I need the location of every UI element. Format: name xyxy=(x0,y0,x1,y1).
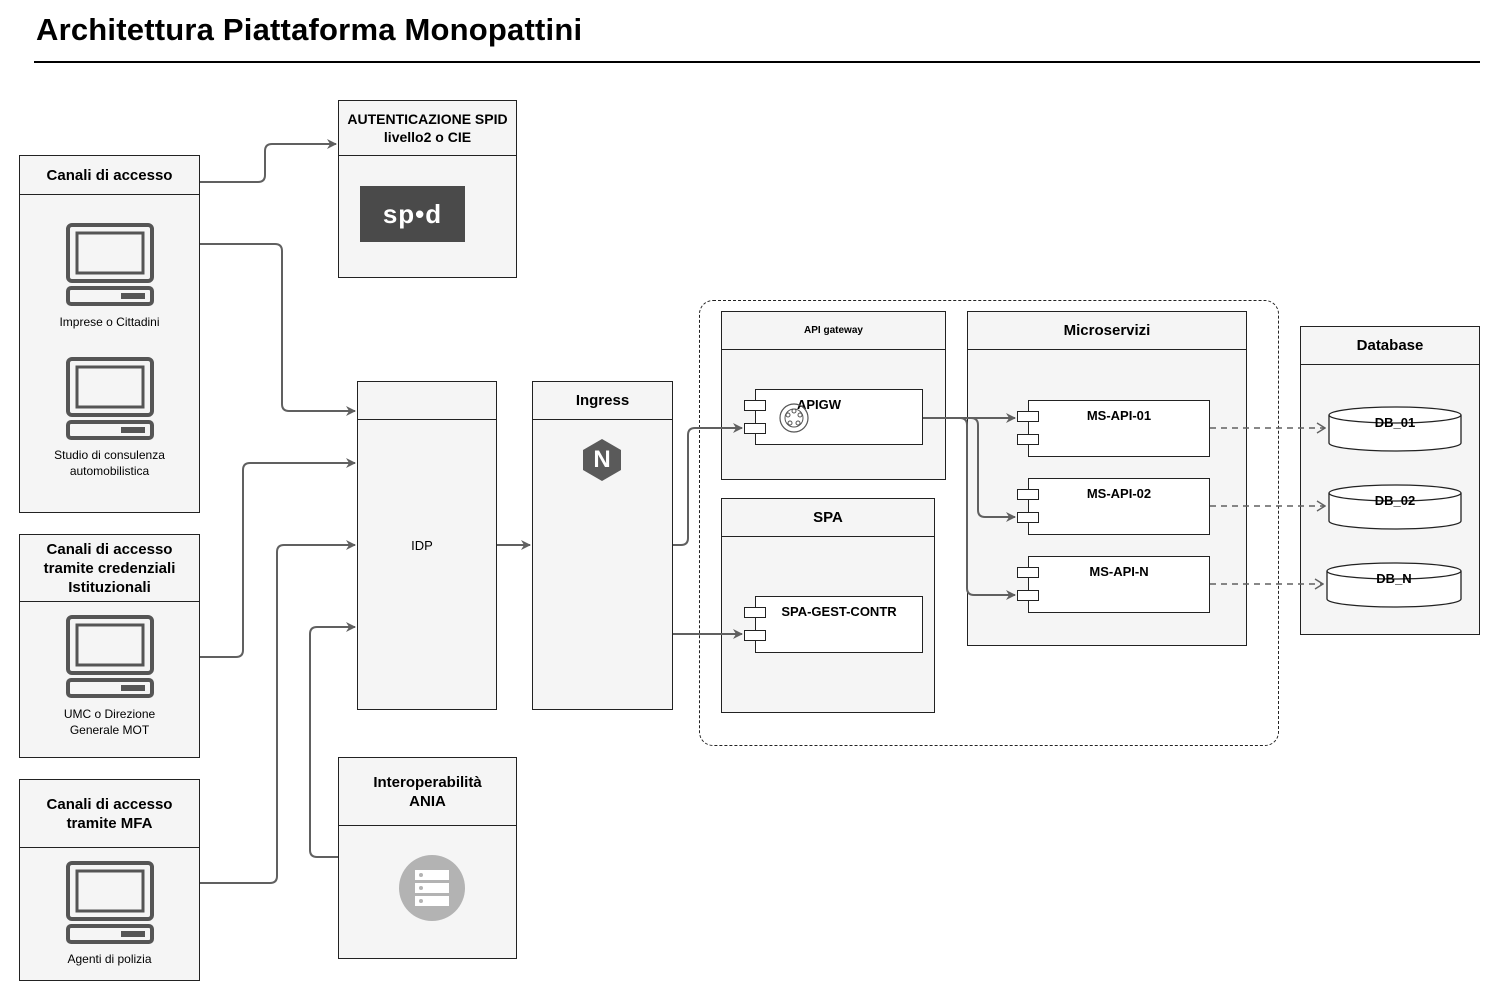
platform-cluster-boundary xyxy=(699,300,1279,746)
computer-icon xyxy=(65,860,155,951)
access-mfa-header: Canali di accesso tramite MFA xyxy=(20,780,199,848)
db-n-label: DB_N xyxy=(1376,571,1412,586)
edge-mfa-to-idp xyxy=(200,540,356,884)
ms-api-02-component: MS-API-02 xyxy=(1028,478,1210,535)
title-underline xyxy=(34,61,1480,63)
edge-apigw-to-ms-02 xyxy=(923,417,1016,522)
access-channels-box: Canali di accesso xyxy=(19,155,200,513)
access-institutional-header: Canali di accesso tramite credenziali Is… xyxy=(20,535,199,602)
ingress-box: Ingress xyxy=(532,381,673,710)
db-02-label: DB_02 xyxy=(1374,493,1416,508)
component-port xyxy=(1017,489,1039,500)
page-title: Architettura Piattaforma Monopattini xyxy=(36,12,583,47)
database-cylinder-db-01: DB_01 xyxy=(1327,405,1463,453)
agenti-polizia-label: Agenti di polizia xyxy=(67,952,152,966)
api-gateway-header: API gateway xyxy=(722,312,945,350)
edge-apigw-to-ms-n xyxy=(923,417,1016,600)
spid-logo-text: sp•d xyxy=(382,198,443,229)
component-port xyxy=(744,400,766,411)
component-port xyxy=(744,630,766,641)
component-port xyxy=(1017,590,1039,601)
studio-consulenza-label: Studio di consulenza automobilistica xyxy=(54,448,165,478)
ms-api-n-component: MS-API-N xyxy=(1028,556,1210,613)
component-port xyxy=(744,423,766,434)
umc-direzione-label: UMC o Direzione Generale MOT xyxy=(63,707,156,737)
edge-access-to-idp xyxy=(200,243,356,416)
component-port xyxy=(1017,567,1039,578)
spa-gest-contr-component: SPA-GEST-CONTR xyxy=(755,596,923,653)
nginx-letter: N xyxy=(593,446,611,473)
component-port xyxy=(1017,512,1039,523)
component-port xyxy=(744,607,766,618)
component-port xyxy=(1017,411,1039,422)
authentication-header: AUTENTICAZIONE SPID livello2 o CIE xyxy=(339,101,516,156)
access-institutional-box: Canali di accesso tramite credenziali Is… xyxy=(19,534,200,758)
microservices-header: Microservizi xyxy=(968,312,1246,350)
db-01-label: DB_01 xyxy=(1374,415,1416,430)
access-mfa-box: Canali di accesso tramite MFA xyxy=(19,779,200,981)
edge-access-to-auth xyxy=(200,139,337,183)
imprese-cittadini-label: Imprese o Cittadini xyxy=(59,315,160,329)
spa-gest-contr-label: SPA-GEST-CONTR xyxy=(781,604,897,619)
computer-icon xyxy=(65,222,155,313)
computer-icon xyxy=(65,614,155,705)
ania-header: Interoperabilità ANIA xyxy=(339,758,516,826)
database-cylinder-db-02: DB_02 xyxy=(1327,483,1463,531)
database-header: Database xyxy=(1301,327,1479,365)
ingress-header: Ingress xyxy=(533,382,672,420)
idp-label: IDP xyxy=(411,538,433,553)
edge-institutional-to-idp xyxy=(200,458,356,658)
apigw-label: APIGW xyxy=(796,397,842,412)
ms-api-01-component: MS-API-01 xyxy=(1028,400,1210,457)
idp-header xyxy=(358,382,496,420)
spa-header: SPA xyxy=(722,499,934,537)
access-channels-header: Canali di accesso xyxy=(20,156,199,195)
component-port xyxy=(1017,434,1039,445)
edge-ingress-to-apigw xyxy=(673,423,743,546)
apigw-component: APIGW xyxy=(755,389,923,445)
idp-box xyxy=(357,381,497,710)
ms-api-01-label: MS-API-01 xyxy=(1086,408,1152,423)
spid-logo: sp•d xyxy=(360,186,465,242)
nginx-icon: N xyxy=(581,438,623,482)
computer-icon xyxy=(65,356,155,447)
database-cylinder-db-n: DB_N xyxy=(1325,561,1463,609)
ms-api-02-label: MS-API-02 xyxy=(1086,486,1152,501)
server-icon xyxy=(398,854,466,927)
edge-ania-to-idp xyxy=(309,622,356,858)
kong-icon xyxy=(778,402,810,439)
ms-api-n-label: MS-API-N xyxy=(1089,564,1149,579)
